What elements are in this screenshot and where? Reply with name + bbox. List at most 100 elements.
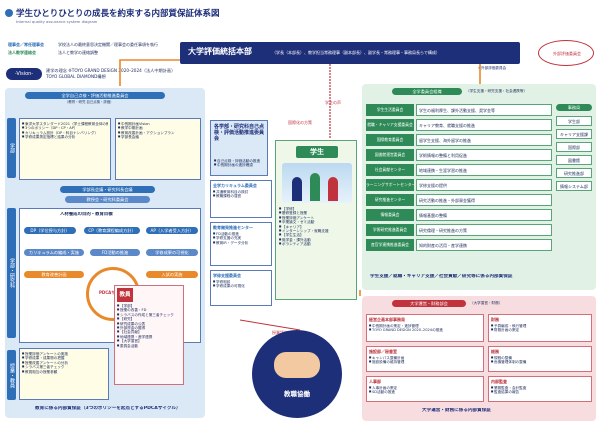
- management-box-title: 総務: [491, 349, 499, 354]
- center-body-item: 教職課程の運営: [213, 194, 271, 198]
- students-illustration: [282, 163, 352, 203]
- teacher-item: 【研究】: [117, 317, 183, 321]
- office-item: 国際部: [556, 142, 592, 152]
- student-item: 履修登録と授業: [279, 211, 355, 215]
- support-footer: 学生支援／就職・キャリア支援／社会貢献／研究等に係る内部質保証: [370, 274, 513, 279]
- teacher-title: 教員: [117, 288, 133, 302]
- management-item: 業務監査・会計監査: [491, 386, 591, 390]
- management-committee-note: （大学運営・財務）: [470, 301, 503, 305]
- management-box-5: 人事部 人事計画の策定 SD活動の推進: [366, 376, 484, 402]
- management-box-6: 内部監査 業務監査・会計監査 監査結果の報告: [488, 376, 592, 402]
- support-committees: 学生生活委員会 学生の福利厚生、課外活動支援、奨学金等 就職・キャリア支援委員会…: [366, 104, 552, 264]
- policy-item: 東洋大学スタンダード2021（学士課程教育全体の教育目標）: [22, 122, 108, 126]
- student-panel: 学生 【学修】 履修登録と授業 授業評価アンケート 卒業論文・ゼミ活動 【キャリ…: [275, 140, 357, 300]
- teacher-item: 【大学運営】: [117, 339, 183, 343]
- support-committee-note: （学生支援・研究支援・社会連携等）: [466, 89, 528, 93]
- edu-side-label-3: 授業・教員: [7, 350, 16, 400]
- management-committee: 大学運営・財務部会: [392, 300, 466, 307]
- policy-item: カリキュラム設計（DP・科目ナンバリング）: [22, 131, 108, 135]
- center-body-title: 全学カリキュラム委員会: [213, 183, 257, 188]
- teacher-item: 地域連携・産学連携: [117, 335, 183, 339]
- title-icon: [5, 9, 13, 17]
- edu-side-label-2: 学部・研究科: [7, 208, 16, 338]
- handshake-icon: [274, 352, 320, 378]
- edu-footer: 教育に係る内部質保証（3つのポリシーを起点とするPDCAサイクル）: [35, 406, 181, 411]
- center-bodies: 全学カリキュラム委員会 共通教育科目の検討 教職課程の運営 教育開発推進センター…: [210, 180, 272, 310]
- management-item: キャンパス整備計画: [369, 356, 483, 360]
- support-committee-desc: 学修支援の提供: [416, 179, 552, 191]
- office-title: 事務局: [556, 104, 592, 111]
- center-body-3: 学修支援委員会 学修相談 学修成果の可視化: [210, 270, 272, 306]
- support-committee-name: 情報委員会: [366, 209, 414, 221]
- student-item: インターンシップ・就職支援: [279, 229, 355, 233]
- management-item: 中長期計画の策定・進捗管理: [369, 324, 483, 328]
- management-box-title: 内部監査: [491, 379, 507, 384]
- plan-item: 学部長会議: [118, 135, 198, 139]
- external-committee: 外部評価委員会: [538, 40, 594, 66]
- self-eval-box: 各学部・研究科自己点検・評価活動推進委員会 自己点検・評価活動の推進 中長期計画…: [210, 120, 268, 176]
- cycle-node-curriculum: カリキュラムの編成・実施: [24, 249, 84, 256]
- cycle-node-visualize: 学修成果の可視化: [146, 249, 198, 256]
- plan-item: 教学中期計画: [118, 126, 198, 130]
- class-item: 授業改善アンケートの分析: [22, 361, 106, 365]
- center-body-item: 学修支援の充実: [213, 236, 271, 240]
- cycle-node-dp: DP（学位授与方針）: [24, 227, 76, 234]
- policy-box: 東洋大学スタンダード2021（学士課程教育全体の教育目標） 3つのポリシー（DP…: [19, 118, 111, 180]
- management-item: 危機管理体制の整備: [491, 360, 591, 364]
- page-title: 学生ひとりひとりの成長を約束する内部質保証体系図: [16, 9, 220, 19]
- self-eval-title: 各学部・研究科自己点検・評価活動推進委員会: [214, 124, 265, 142]
- handshake-label: 教職協働: [284, 390, 310, 398]
- faculty-council: 学部長会議・研究科長会議: [60, 186, 155, 193]
- office-item: キャリア支援課: [556, 129, 592, 139]
- plan-box: 中長期計画Vision 教学中期計画 教育改善計画・アクションプラン 学部長会議: [115, 118, 201, 180]
- vision-banner: -Vision- 建学の理念 ※TOYO GRAND DESIGN 2020–2…: [6, 66, 211, 84]
- arrow-label-1: 国際化の方策: [288, 120, 312, 125]
- student-label: 学生: [296, 146, 338, 158]
- support-committee-name: 社会貢献センター: [366, 164, 414, 176]
- management-item: 財務計画の策定: [491, 328, 591, 332]
- title-bar: 学生ひとりひとりの成長を約束する内部質保証体系図 Internal qualit…: [5, 6, 335, 28]
- center-body-title: 学修支援委員会: [213, 273, 241, 278]
- support-committee-desc: 研究倫理・研究推進の方策: [416, 224, 552, 236]
- external-committee-label: 外部評価委員会: [553, 51, 581, 56]
- cycle-node-ap: AP（入学者受入方針）: [146, 227, 198, 234]
- support-committee-desc: 地域連携・生涯学習の推進: [416, 164, 552, 176]
- student-item: 【学修】: [279, 207, 355, 211]
- self-eval-item: 中長期計画の進捗確認: [214, 163, 268, 167]
- teacher-item: 委員会活動: [117, 344, 183, 348]
- vision-label: -Vision-: [6, 68, 42, 80]
- center-body-item: 共通教育科目の検討: [213, 190, 271, 194]
- arrow-label-2: 学生の声: [325, 100, 341, 105]
- edu-side-label-1: 学部: [7, 118, 16, 178]
- vision-item-1: 建学の理念 ※TOYO GRAND DESIGN 2020–2024（法人中期計…: [46, 68, 176, 73]
- self-eval-item: 自己点検・評価活動の推進: [214, 159, 268, 163]
- student-figure: [328, 177, 338, 201]
- management-box-title: 施設部／秘書室: [369, 349, 397, 354]
- center-body-2: 教育開発推進センター FD活動の推進 学修支援の充実 教育IR・データ分析: [210, 222, 272, 266]
- management-item: 人事計画の策定: [369, 386, 483, 390]
- student-item: ボランティア活動: [279, 242, 355, 246]
- support-committee-desc: 学術情報の整備と利用促進: [416, 149, 552, 161]
- support-committee-name: 産官学連携推進委員会: [366, 239, 414, 251]
- class-item: 学修成果・成果物の把握: [22, 356, 106, 360]
- management-item: 予算編成・執行管理: [491, 324, 591, 328]
- center-body-item: FD活動の推進: [213, 232, 271, 236]
- management-box-2: 財務 予算編成・執行管理 財務計画の策定: [488, 314, 592, 342]
- policy-item: 3つのポリシー（DP・CP・AP）: [22, 126, 108, 130]
- page-subtitle: Internal quality assurance system diagra…: [16, 19, 98, 24]
- cycle-node-fd: FD活動の推進: [90, 249, 140, 256]
- support-committee-name: 学生生活委員会: [366, 104, 414, 116]
- student-figure: [310, 173, 320, 201]
- teacher-item: 外部資金の獲得: [117, 326, 183, 330]
- cycle-node-improve: 教育改善計画: [24, 271, 84, 278]
- legend: 理事会／常任理事会 学校法人の最終意思決定機関／理事会の委任事項を執行 法人教学…: [8, 42, 178, 62]
- top-committee-title: 大学評価統括本部: [188, 47, 252, 56]
- support-committee: 全学委員会組織: [392, 88, 462, 95]
- office-item: 図書館: [556, 155, 592, 165]
- support-committee-desc: 研究活動の推進・外部資金獲得: [416, 194, 552, 206]
- edu-committee-note: （教育・研究 自己点検・評価）: [65, 100, 114, 104]
- management-box-1: 経営企画本部事務局 中長期計画の策定・進捗管理 TOYO GRAND DESIG…: [366, 314, 484, 342]
- vision-item-2: TOYO GLOBAL DIAMOND構想: [46, 74, 106, 79]
- student-item: 奨学金・課外活動: [279, 238, 355, 242]
- support-committee-desc: 学生の福利厚生、課外活動支援、奨学金等: [416, 104, 552, 116]
